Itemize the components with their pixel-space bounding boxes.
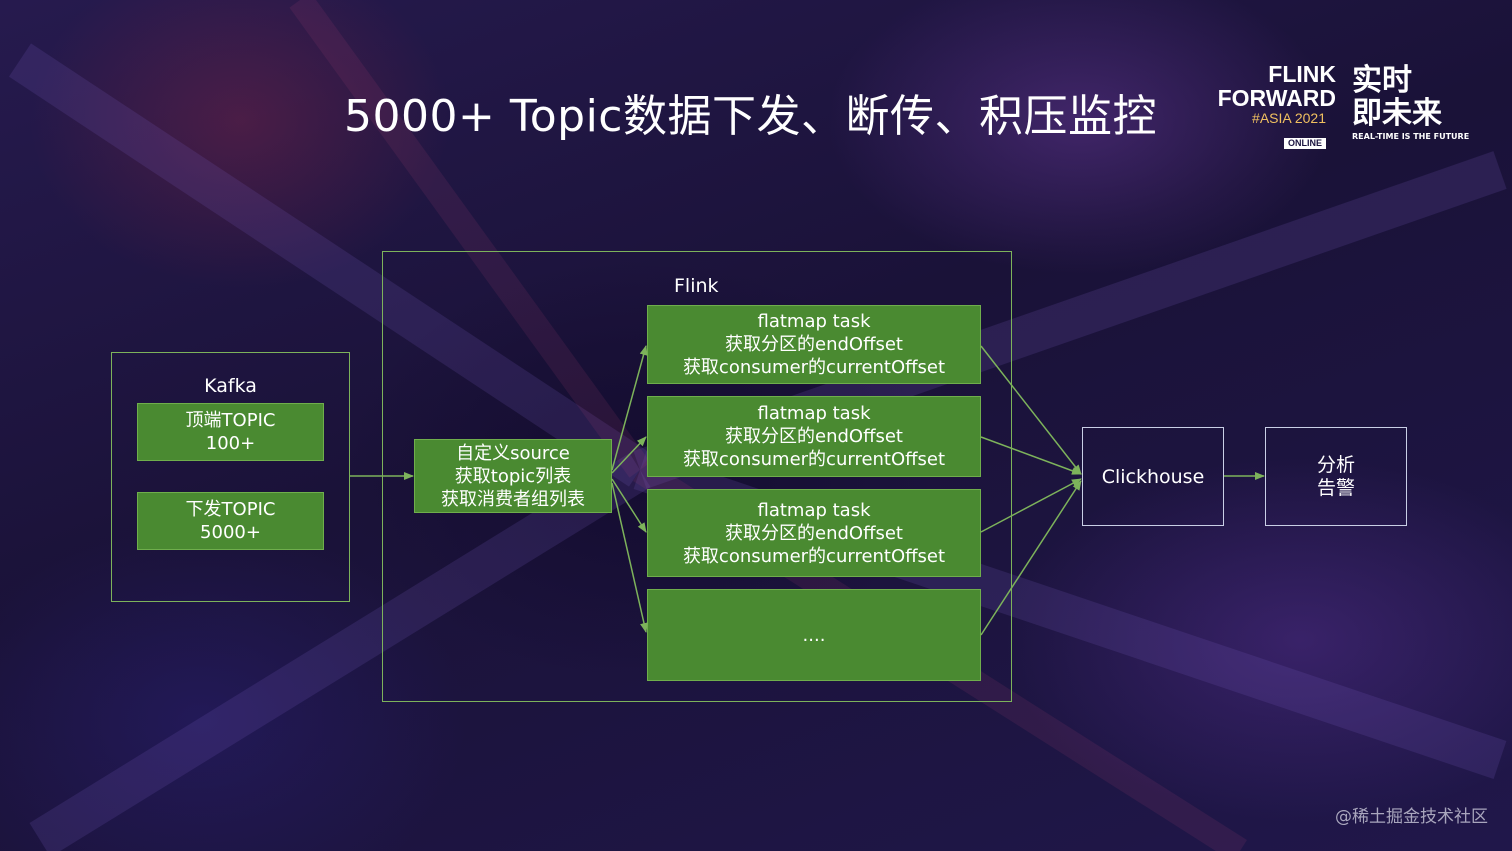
flatmap-task-box: flatmap task 获取分区的endOffset 获取consumer的c… — [647, 305, 981, 384]
task-title: flatmap task — [757, 499, 871, 521]
task-end-offset: 获取分区的endOffset — [725, 522, 903, 544]
task-title: flatmap task — [757, 311, 871, 332]
analysis-alert-box: 分析 告警 — [1265, 427, 1407, 526]
logo-line-forward: FORWARD — [1217, 85, 1336, 111]
kafka-top-topic-box: 顶端TOPIC 100+ — [137, 403, 324, 461]
alert-label: 告警 — [1316, 476, 1355, 499]
task-end-offset: 获取分区的endOffset — [725, 426, 903, 447]
arrow-task-2-to-clickhouse — [980, 436, 1082, 475]
more-tasks-ellipsis: .... — [802, 624, 826, 646]
kafka-dispatch-topic-count: 5000+ — [200, 522, 261, 543]
slogan-line-2: 即未来 — [1352, 96, 1442, 131]
arrow-source-to-task-1 — [611, 345, 648, 471]
analysis-label: 分析 — [1316, 453, 1355, 476]
kafka-top-topic-count: 100+ — [205, 433, 256, 454]
logo-edition: #ASIA 2021 — [1252, 110, 1326, 126]
flink-label: Flink — [674, 275, 719, 297]
clickhouse-box: Clickhouse — [1082, 427, 1224, 526]
flink-forward-logo: FLINK FORWARD #ASIA 2021 ONLINE — [1196, 62, 1336, 150]
slide-title: 5000+ Topic数据下发、断传、积压监控 — [344, 91, 1157, 142]
kafka-top-topic-title: 顶端TOPIC — [185, 410, 276, 431]
arrow-task-1-to-clickhouse — [980, 345, 1082, 475]
kafka-dispatch-topic-title: 下发TOPIC — [185, 499, 276, 520]
realtime-slogan-logo: 实时 即未来 REAL-TIME IS THE FUTURE — [1352, 63, 1470, 142]
more-tasks-box: .... — [647, 589, 981, 681]
task-title: flatmap task — [757, 403, 871, 424]
flatmap-task-box: flatmap task 获取分区的endOffset 获取consumer的c… — [647, 396, 981, 477]
logo-online-badge: ONLINE — [1283, 138, 1326, 149]
kafka-label: Kafka — [204, 375, 257, 397]
slogan-line-1: 实时 — [1352, 63, 1412, 98]
arrow-task-3-to-clickhouse — [980, 478, 1082, 533]
kafka-dispatch-topic-box: 下发TOPIC 5000+ — [137, 492, 324, 550]
source-line-2: 获取topic列表 — [454, 465, 572, 487]
task-end-offset: 获取分区的endOffset — [725, 334, 903, 355]
arrow-more-to-clickhouse — [980, 480, 1082, 636]
task-current-offset: 获取consumer的currentOffset — [682, 545, 946, 567]
logo-line-flink: FLINK — [1268, 61, 1336, 87]
source-line-1: 自定义source — [456, 442, 570, 464]
task-current-offset: 获取consumer的currentOffset — [682, 449, 946, 470]
arrow-source-to-task-3 — [611, 478, 647, 533]
slogan-subtitle: REAL-TIME IS THE FUTURE — [1352, 132, 1470, 141]
flatmap-task-box: flatmap task 获取分区的endOffset 获取consumer的c… — [647, 489, 981, 577]
source-line-3: 获取消费者组列表 — [441, 488, 585, 510]
task-current-offset: 获取consumer的currentOffset — [682, 357, 946, 378]
custom-source-box: 自定义source 获取topic列表 获取消费者组列表 — [414, 439, 612, 513]
watermark-text: @稀土掘金技术社区 — [1335, 807, 1488, 827]
kafka-container — [111, 352, 350, 602]
arrow-source-to-task-2 — [611, 436, 647, 474]
arrow-source-to-more — [611, 482, 648, 633]
clickhouse-label: Clickhouse — [1101, 465, 1205, 488]
